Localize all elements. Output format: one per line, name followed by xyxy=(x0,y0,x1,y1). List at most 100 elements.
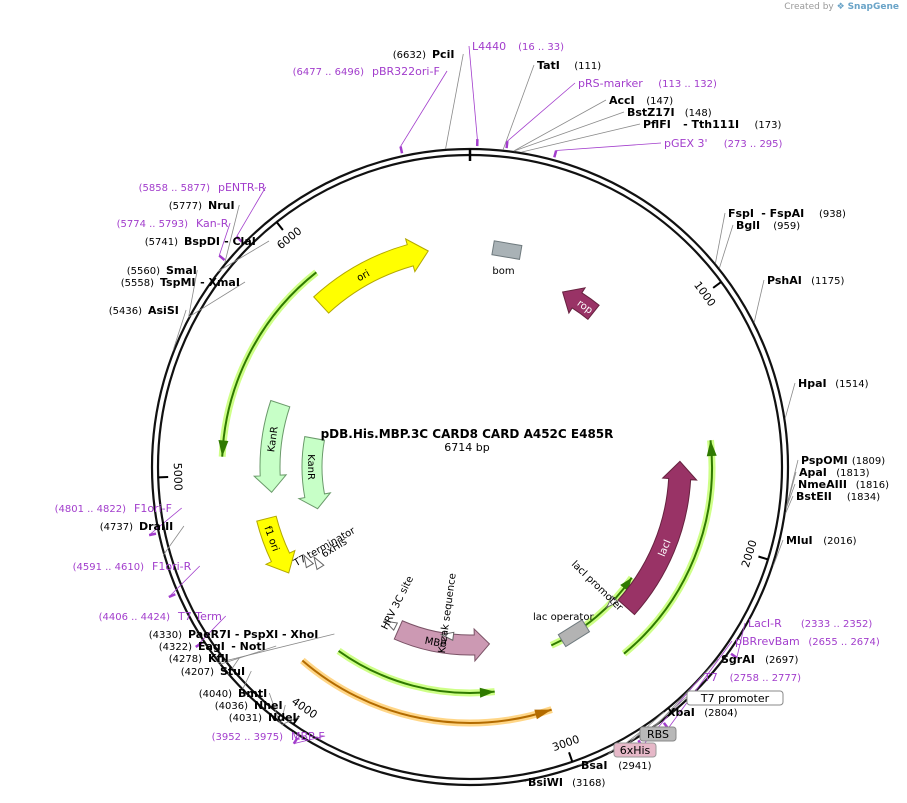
primer-leader-2 xyxy=(507,82,576,142)
boxed-leader-0 xyxy=(646,692,692,733)
site-name-6: BglI xyxy=(736,219,760,232)
primer-leader-5 xyxy=(218,222,231,256)
primer-label-6: (4801 .. 4822) F1ori-F xyxy=(55,502,172,515)
primer-name-12: T7 xyxy=(703,671,718,684)
site-leader-0 xyxy=(445,53,464,150)
primer-coord-7: (4591 .. 4610) xyxy=(73,562,145,573)
site-name-13: MluI xyxy=(786,534,813,547)
tick-label-4: 5000 xyxy=(171,463,185,491)
arc-head-4 xyxy=(534,709,552,720)
site-label-18: (5777)NruI xyxy=(169,199,235,212)
primer-coord-2: (113 .. 132) xyxy=(658,79,717,90)
feature-arrow-0 xyxy=(313,237,429,314)
feature-arrow-5 xyxy=(393,620,491,663)
site-label-1: TatI(111) xyxy=(537,59,601,72)
primer-coord-0: (16 .. 33) xyxy=(518,42,564,53)
site-label-27: (4207)StuI xyxy=(181,665,245,678)
feature-box-label-1: lac operator xyxy=(533,612,594,623)
site-name-16: BsaI xyxy=(581,759,607,772)
tick-label-1: 2000 xyxy=(739,538,760,569)
site-coord-1: (111) xyxy=(574,61,601,72)
primer-mark-6 xyxy=(148,532,157,537)
site-coord-26: (4278) xyxy=(169,654,202,665)
site-leader-8 xyxy=(784,382,796,419)
site-coord-29: (4036) xyxy=(215,701,248,712)
site-label-2: AccI(147) xyxy=(609,94,673,107)
site-label-4: PflFI- Tth111I(173) xyxy=(643,118,781,131)
site-coord-9: (1809) xyxy=(852,456,885,467)
site-coord-21: (5558) xyxy=(121,278,154,289)
credit-brand: SnapGene xyxy=(847,2,899,12)
primer-leader-6 xyxy=(148,507,182,536)
primer-leader-8 xyxy=(195,615,227,648)
site-leader-21 xyxy=(188,281,246,318)
primer-name-11: pBRrevBam xyxy=(735,635,800,648)
arc-layer xyxy=(218,269,717,727)
site-coord-18: (5777) xyxy=(169,201,202,212)
primer-coord-3: (273 .. 295) xyxy=(724,139,783,150)
site-label-29: (4036)NheI xyxy=(215,699,283,712)
site-name-24: PaeR7I xyxy=(188,628,231,641)
site-name-12: BstEII xyxy=(796,490,832,503)
boxed-label-0: T7 promoter xyxy=(686,690,784,706)
site-label-3: BstZ17I(148) xyxy=(627,106,712,119)
credit-prefix: Created by xyxy=(784,2,834,12)
primer-name-6: F1ori-F xyxy=(134,502,172,515)
site-coord-25: (4322) xyxy=(159,642,192,653)
feature-label-5: MBP xyxy=(424,636,447,651)
site-coord-5: (938) xyxy=(819,209,846,220)
site-label-16: BsaI(2941) xyxy=(581,759,652,772)
site-coord-19: (5741) xyxy=(145,237,178,248)
primer-leader-3 xyxy=(556,142,662,151)
tick-mark-2 xyxy=(568,751,574,763)
primer-leader-11 xyxy=(667,640,733,729)
small-feature-mark-3 xyxy=(383,620,399,631)
arc-line-0 xyxy=(221,271,317,457)
primer-mark-9 xyxy=(292,737,299,745)
site-coord-30: (4031) xyxy=(229,713,262,724)
arc-line-1 xyxy=(623,440,713,655)
site-label-17: BsiWI(3168) xyxy=(528,776,605,789)
backbone-inner-ring xyxy=(156,153,784,781)
site-name-26: KflI xyxy=(208,652,229,665)
primer-label-9: (3952 .. 3975)MBP-F xyxy=(212,730,325,743)
feature-label-2: KanR xyxy=(305,454,316,480)
site-label-12: BstEII(1834) xyxy=(796,490,880,503)
primer-label-2: pRS-marker(113 .. 132) xyxy=(578,77,717,90)
site-leader-23 xyxy=(163,525,185,556)
site-leader-11 xyxy=(785,483,796,509)
primer-label-7: (4591 .. 4610) F1ori-R xyxy=(73,560,192,573)
site-coord-23: (4737) xyxy=(100,522,133,533)
site-extra-19: - ClaI xyxy=(224,235,256,248)
site-coord-10: (1813) xyxy=(836,468,869,479)
site-label-21: (5558)TspMI- XmaI xyxy=(121,276,240,289)
arc-line-3 xyxy=(338,650,495,695)
primer-coord-8: (4406 .. 4424) xyxy=(99,612,171,623)
site-label-6: BglI(959) xyxy=(736,219,800,232)
tick-mark-1 xyxy=(758,555,769,561)
feature-arrow-2 xyxy=(297,436,332,510)
primer-coord-6: (4801 .. 4822) xyxy=(55,504,127,515)
site-coord-20: (5560) xyxy=(127,266,160,277)
site-label-23: (4737)DraIII xyxy=(100,520,174,533)
site-extra-25: - NotI xyxy=(231,640,266,653)
primer-label-1: (6477 .. 6496) pBR322ori-F xyxy=(293,65,440,78)
site-name-20: SmaI xyxy=(166,264,197,277)
primer-name-7: F1ori-R xyxy=(152,560,192,573)
tick-label-0: 1000 xyxy=(691,279,718,309)
site-coord-3: (148) xyxy=(685,108,712,119)
site-leader-17 xyxy=(524,780,527,783)
feature-box-label-0: bom xyxy=(492,266,514,277)
site-name-25: EagI xyxy=(198,640,225,653)
feature-box-rect-0 xyxy=(491,240,523,260)
site-name-7: PshAI xyxy=(767,274,802,287)
primer-coord-1: (6477 .. 6496) xyxy=(293,67,365,78)
primer-label-12: T7(2758 .. 2777) xyxy=(703,671,801,684)
feature-box-1: lac operator xyxy=(533,612,594,648)
site-label-0: (6632)PciI xyxy=(393,48,455,61)
site-coord-14: (2697) xyxy=(765,655,798,666)
primer-name-1: pBR322ori-F xyxy=(372,65,440,78)
site-label-30: (4031)NdeI xyxy=(229,711,297,724)
site-leader-10 xyxy=(786,471,797,508)
